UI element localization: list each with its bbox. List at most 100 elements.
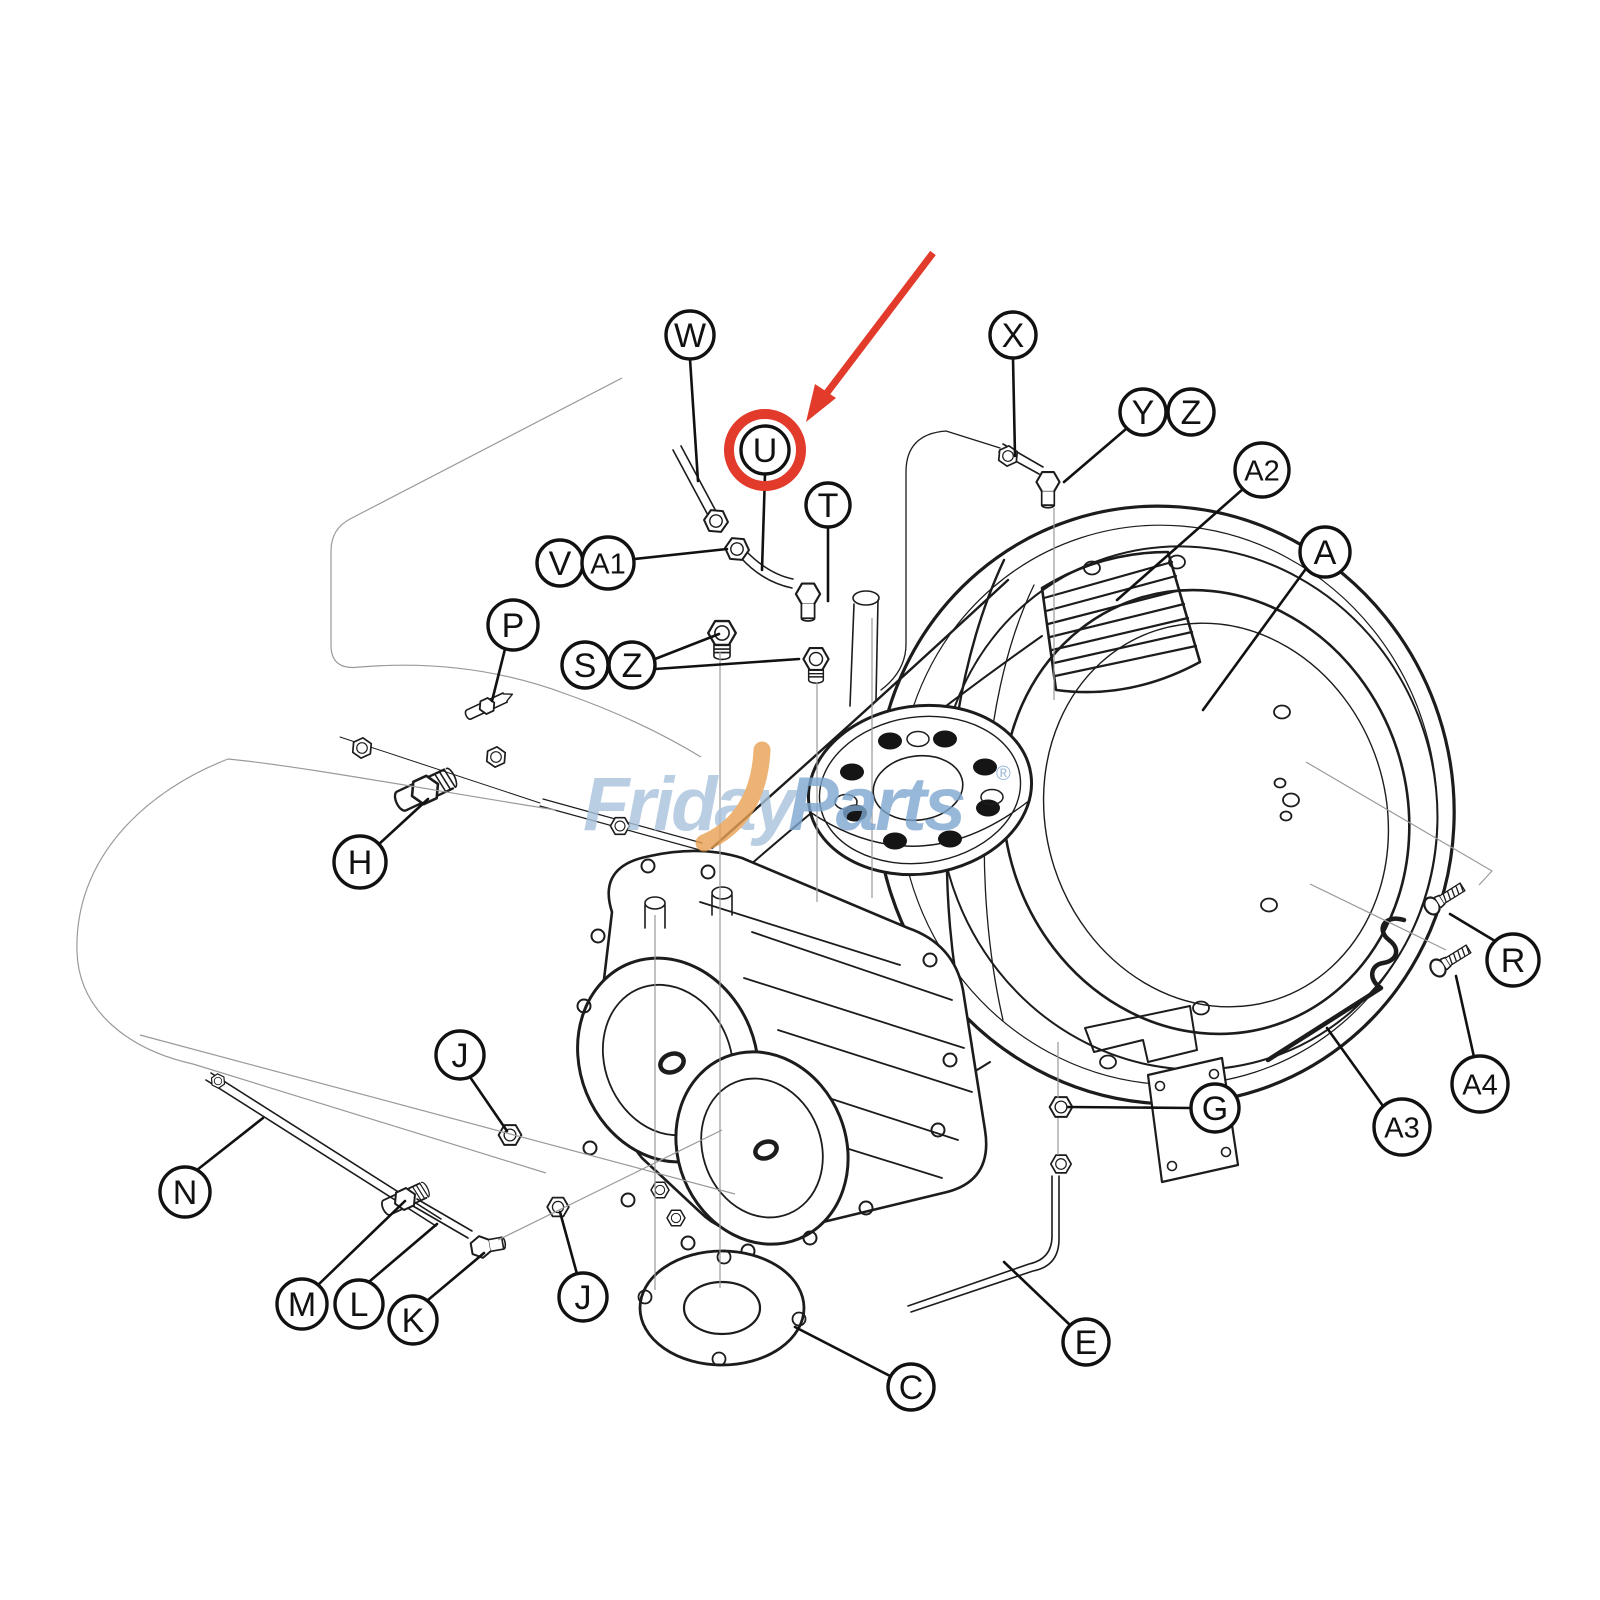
leader-line-W	[688, 357, 700, 483]
callout-circle-A1[interactable]	[580, 535, 636, 591]
callout-label-J1: J	[452, 1037, 469, 1075]
callout-V[interactable]: V	[535, 538, 585, 588]
leader-line-J2	[558, 1210, 579, 1276]
callout-circle-P[interactable]	[486, 598, 540, 652]
callout-A1[interactable]: A1	[580, 535, 636, 591]
callout-circle-R[interactable]	[1485, 932, 1541, 988]
callout-label-V: V	[549, 545, 572, 583]
callout-U[interactable]: U	[739, 424, 791, 476]
callout-R[interactable]: R	[1485, 932, 1541, 988]
leader-line-A1	[632, 547, 729, 561]
leader-line-R	[1448, 912, 1497, 943]
callout-label-A1: A1	[590, 548, 625, 580]
leader-line-N	[195, 1116, 265, 1172]
leader-line-Z2	[653, 632, 721, 661]
leader-line-A3	[1325, 1026, 1385, 1108]
callout-circle-G[interactable]	[1189, 1082, 1241, 1134]
callout-circle-Z2[interactable]	[607, 640, 657, 690]
callout-circle-H[interactable]	[332, 834, 388, 890]
shift-rod	[1265, 916, 1407, 1063]
j-nut-upper	[497, 1124, 523, 1146]
a4-bolt	[1426, 940, 1475, 981]
leader-line-E	[1002, 1260, 1072, 1327]
callout-C[interactable]: C	[886, 1362, 936, 1412]
callout-circle-N[interactable]	[158, 1165, 212, 1219]
callout-label-C: C	[899, 1369, 924, 1407]
callout-label-J2: J	[575, 1279, 592, 1317]
callout-circle-T[interactable]	[804, 481, 852, 529]
callout-A[interactable]: A	[1298, 525, 1352, 579]
callout-label-E: E	[1075, 1324, 1098, 1362]
callout-circle-Y[interactable]	[1118, 387, 1168, 437]
callout-W[interactable]: W	[664, 309, 716, 361]
callout-label-A: A	[1314, 534, 1337, 572]
callout-Y[interactable]: Y	[1118, 387, 1168, 437]
callout-G[interactable]: G	[1189, 1082, 1241, 1134]
callout-circle-Z1[interactable]	[1166, 387, 1216, 437]
leader-line-C	[793, 1325, 892, 1378]
callout-T[interactable]: T	[804, 481, 852, 529]
callout-circle-W[interactable]	[664, 309, 716, 361]
callout-M[interactable]: M	[275, 1277, 329, 1331]
callout-label-G: G	[1202, 1090, 1228, 1128]
machine-drawing	[205, 430, 1475, 1367]
callout-J2[interactable]: J	[557, 1271, 609, 1323]
leader-line-G	[1066, 1105, 1193, 1110]
callout-P[interactable]: P	[486, 598, 540, 652]
callout-A4[interactable]: A4	[1450, 1054, 1510, 1114]
highlight-ring	[724, 409, 806, 491]
mounting-flange-disc	[806, 703, 1034, 877]
callout-label-H: H	[348, 844, 373, 882]
callout-Z1[interactable]: Z	[1166, 387, 1216, 437]
callout-label-A2: A2	[1244, 455, 1279, 487]
callout-label-Z2: Z	[622, 647, 643, 685]
leader-line-L	[368, 1222, 439, 1283]
callout-circle-A[interactable]	[1298, 525, 1352, 579]
watermark: Friday Parts ®	[583, 741, 1011, 852]
callout-leader-lines	[195, 356, 1497, 1378]
e-tube-nut	[1049, 1154, 1073, 1174]
callout-circle-U[interactable]	[739, 424, 791, 476]
callout-label-A4: A4	[1462, 1069, 1497, 1101]
pump-body	[576, 849, 988, 1259]
callout-label-K: K	[402, 1302, 425, 1340]
watermark-text-parts: Parts	[788, 762, 964, 847]
callout-L[interactable]: L	[333, 1278, 385, 1330]
callout-S[interactable]: S	[560, 640, 610, 690]
callout-circle-A2[interactable]	[1233, 441, 1291, 499]
callout-circle-M[interactable]	[275, 1277, 329, 1331]
leader-line-A2	[1115, 487, 1245, 602]
callout-A3[interactable]: A3	[1372, 1097, 1432, 1157]
phantom-reference-lines	[76, 377, 1493, 1290]
watermark-swoosh	[695, 741, 771, 852]
callout-circle-A3[interactable]	[1372, 1097, 1432, 1157]
callout-E[interactable]: E	[1061, 1317, 1111, 1367]
callout-H[interactable]: H	[332, 834, 388, 890]
k-elbow-fitting	[468, 1230, 509, 1261]
callout-K[interactable]: K	[387, 1294, 439, 1346]
callout-label-R: R	[1501, 942, 1526, 980]
callout-circle-X[interactable]	[988, 310, 1038, 360]
callout-circle-K[interactable]	[387, 1294, 439, 1346]
callout-circle-J2[interactable]	[557, 1271, 609, 1323]
callout-circle-J1[interactable]	[434, 1029, 486, 1081]
callout-X[interactable]: X	[988, 310, 1038, 360]
callout-circle-E[interactable]	[1061, 1317, 1111, 1367]
leader-line-A	[1201, 568, 1307, 712]
s-plug	[707, 619, 737, 661]
callout-circle-A4[interactable]	[1450, 1054, 1510, 1114]
h-tee-fitting	[390, 763, 461, 816]
callout-J1[interactable]: J	[434, 1029, 486, 1081]
callout-circle-L[interactable]	[333, 1278, 385, 1330]
callout-circle-C[interactable]	[886, 1362, 936, 1412]
callout-label-M: M	[288, 1286, 316, 1324]
callout-N[interactable]: N	[158, 1165, 212, 1219]
t-elbow-fitting	[794, 582, 822, 623]
callout-Z2[interactable]: Z	[607, 640, 657, 690]
callout-A2[interactable]: A2	[1233, 441, 1291, 499]
callout-label-L: L	[350, 1286, 369, 1324]
highlight-annotations	[724, 250, 936, 491]
callout-label-N: N	[173, 1174, 198, 1212]
